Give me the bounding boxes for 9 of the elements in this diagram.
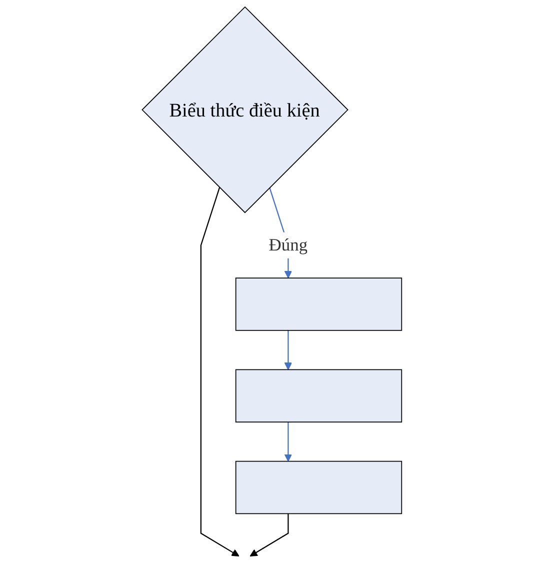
arrow: [284, 330, 292, 370]
node-diamond: Biểu thức điều kiện: [142, 6, 348, 214]
edge-label: Đúng: [268, 236, 308, 255]
arrow: [200, 187, 240, 556]
arrow: [250, 514, 289, 556]
node-box: [235, 460, 402, 514]
node-box: [235, 278, 402, 331]
arrow: [284, 422, 292, 462]
node-box: [235, 369, 402, 422]
